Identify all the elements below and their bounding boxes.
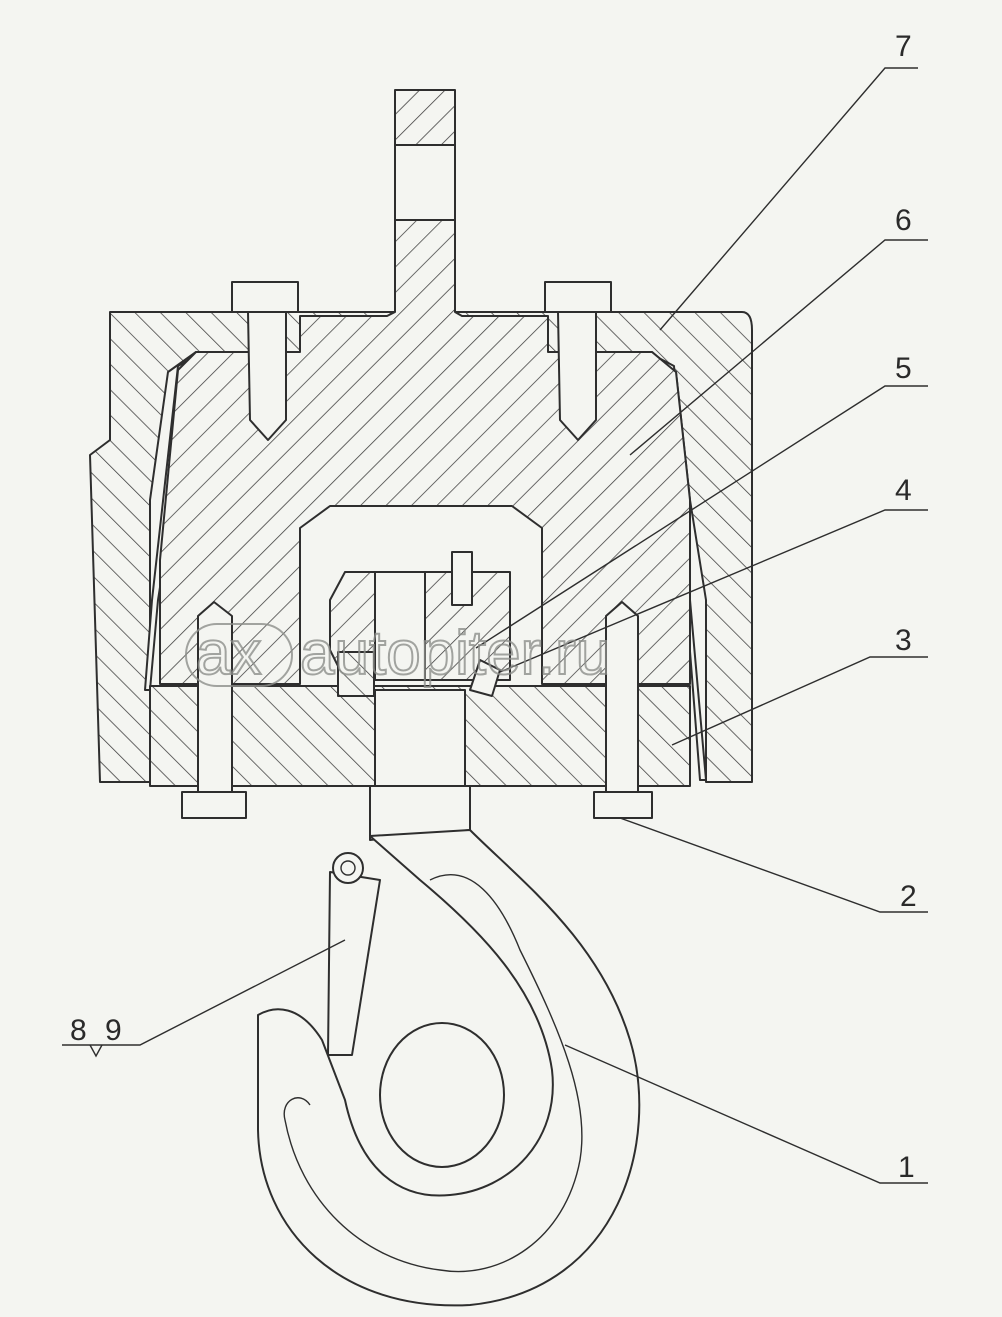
callout-9: 9 [105, 1014, 122, 1047]
callout-7: 7 [895, 30, 912, 63]
callout-2: 2 [900, 880, 917, 913]
bottom-bolt-right [593, 601, 653, 819]
safety-latch [327, 852, 381, 1056]
bearing-nut [329, 551, 511, 697]
watermark-logo-text: ax [196, 619, 261, 688]
watermark: ax autopiter.ru [185, 618, 611, 689]
top-bolt-left [231, 281, 299, 441]
main-block [159, 89, 691, 685]
bottom-bolt-left [181, 601, 247, 819]
callout-3: 3 [895, 624, 912, 657]
callout-8: 8 [70, 1014, 87, 1047]
hook-body [257, 829, 641, 1307]
callout-6: 6 [895, 204, 912, 237]
watermark-text: autopiter.ru [300, 619, 610, 688]
callout-labels: 7 6 5 4 3 2 1 8 9 [70, 30, 917, 1184]
callout-4: 4 [895, 474, 912, 507]
hook-shank [369, 689, 471, 841]
leader-lines [62, 67, 928, 1184]
top-bolt-right [544, 281, 612, 441]
callout-5: 5 [895, 352, 912, 385]
callout-1: 1 [898, 1151, 915, 1184]
watermark-logo-icon [185, 623, 293, 687]
